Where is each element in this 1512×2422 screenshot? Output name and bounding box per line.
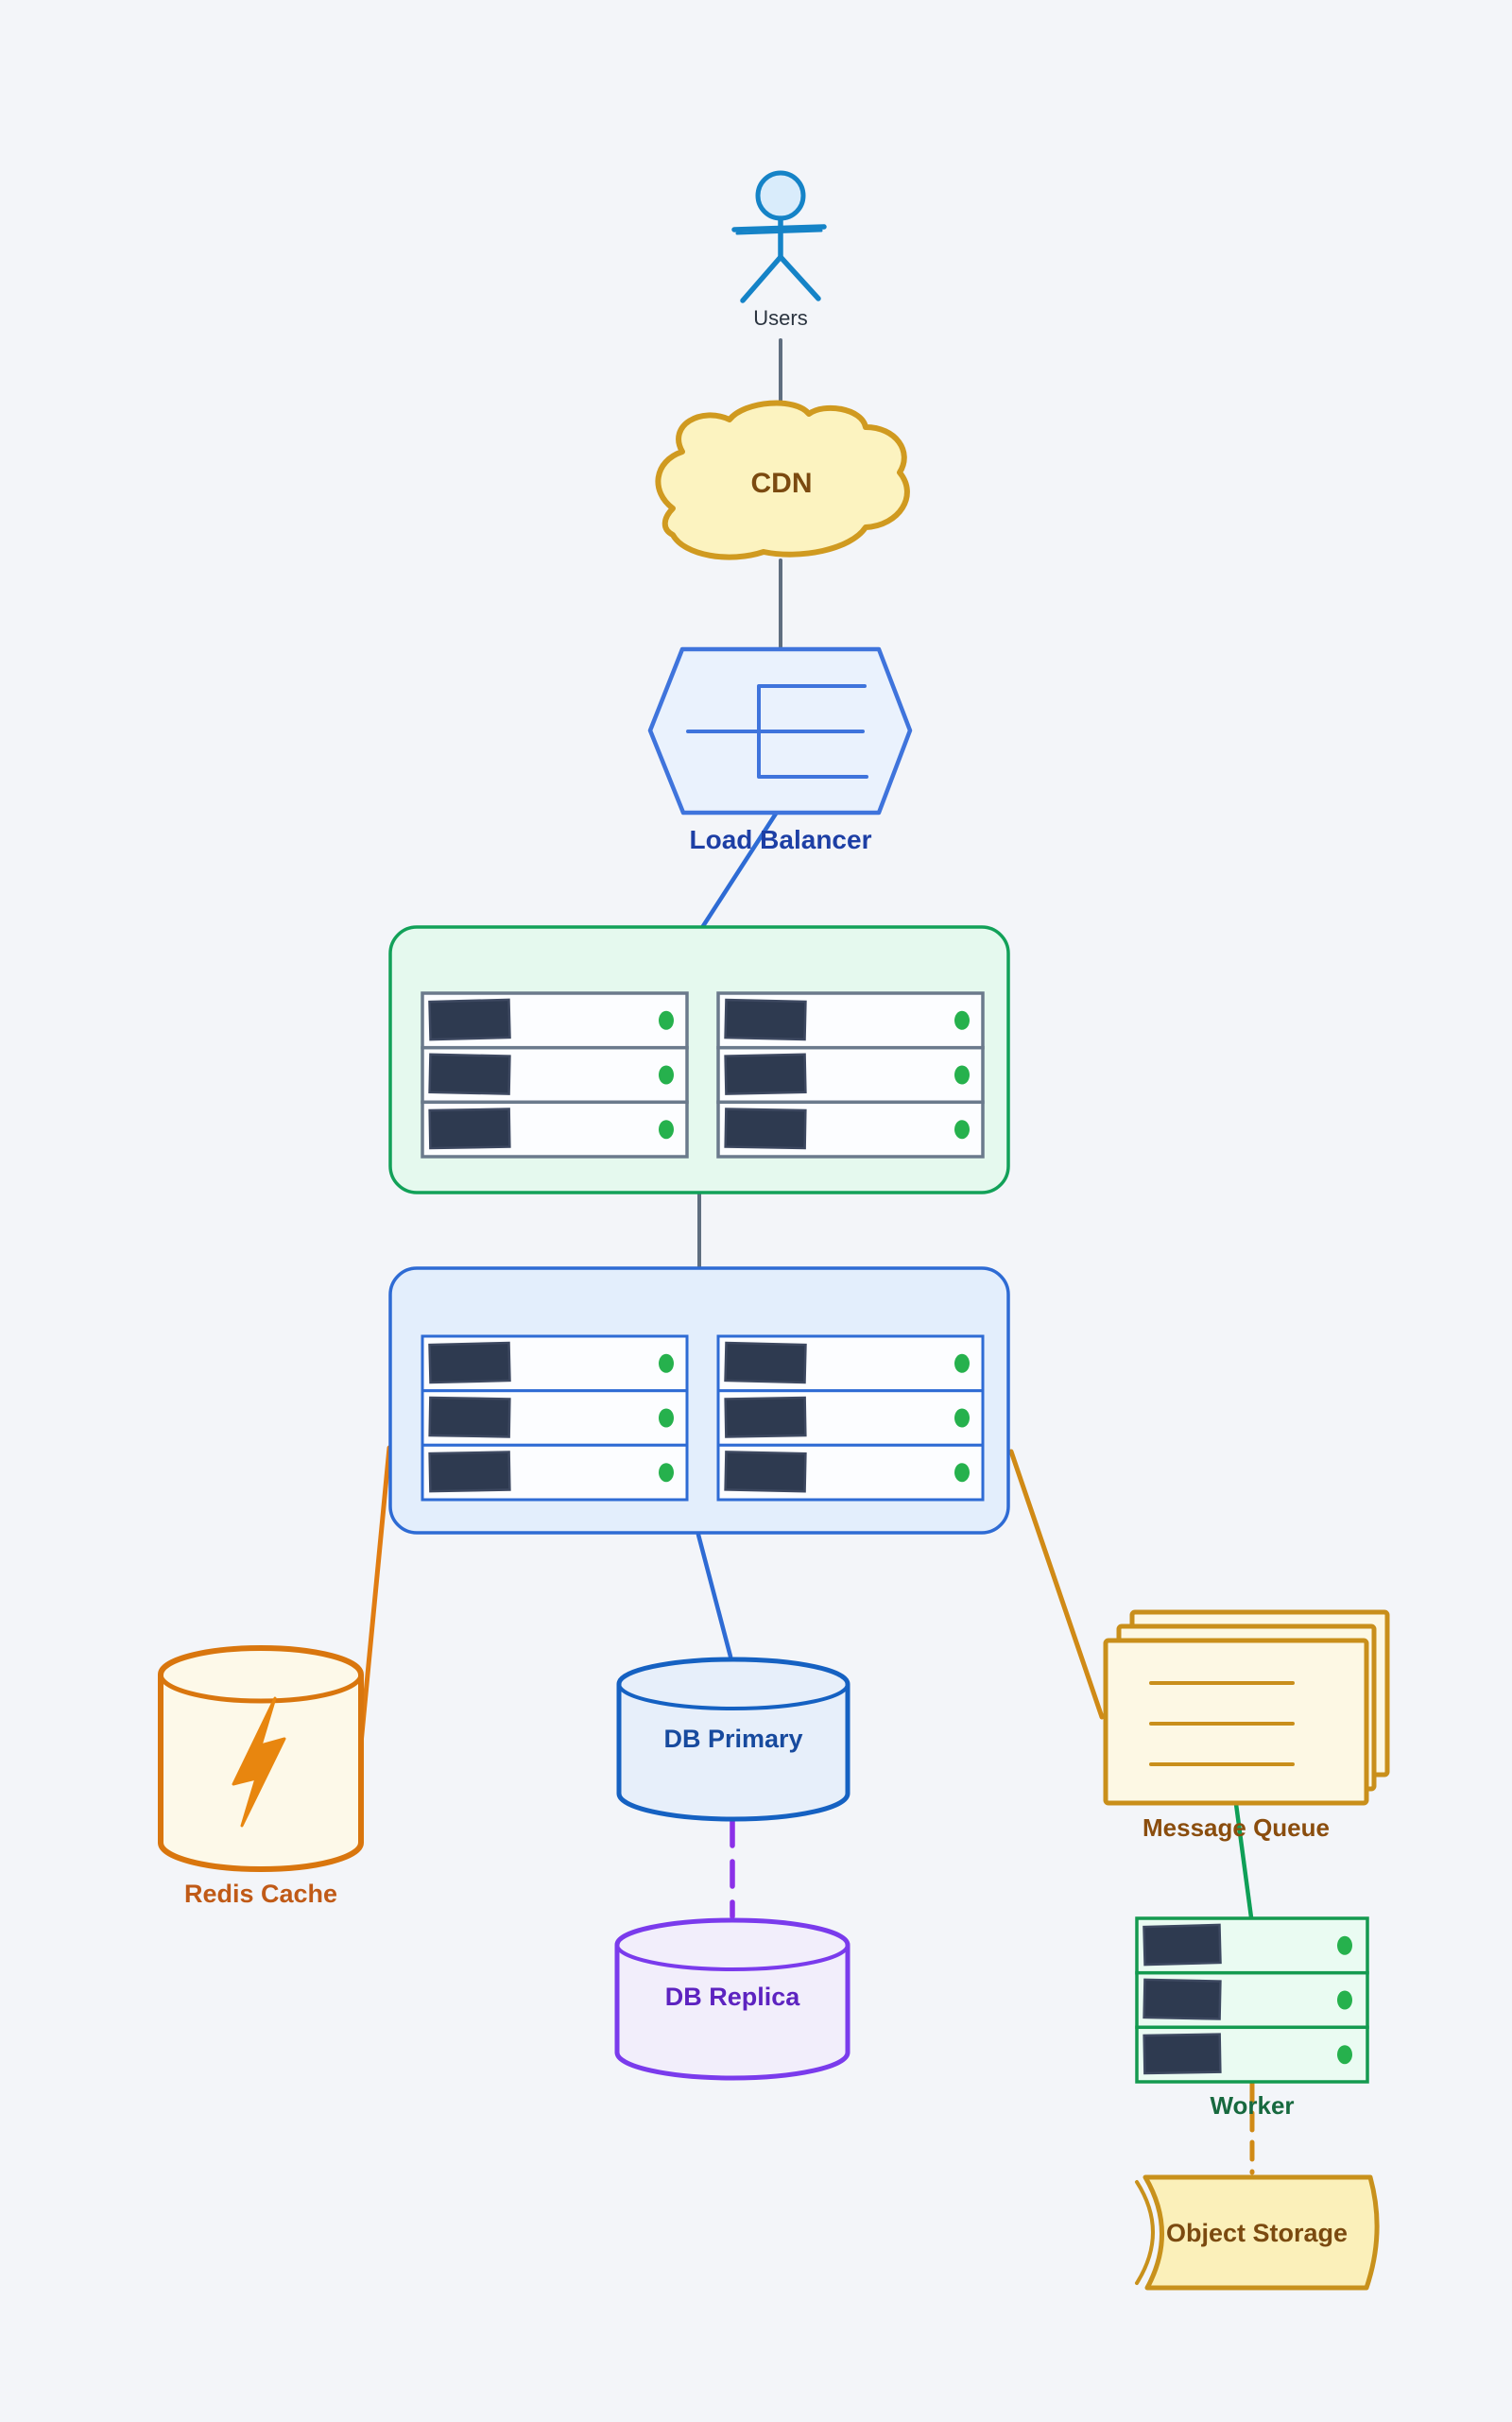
cylinder-rim	[617, 1683, 850, 1710]
edge-load-balancer-web-tier	[700, 811, 779, 929]
object-storage-label: Object Storage	[1166, 2219, 1348, 2247]
users-actor[interactable]: Users	[731, 170, 827, 330]
server-panel	[428, 1108, 511, 1150]
status-led-icon	[1337, 2045, 1352, 2065]
object-storage-node[interactable]: Object Storage	[1135, 2174, 1380, 2291]
server-panel	[1143, 2033, 1222, 2075]
server-panel	[724, 1451, 807, 1493]
worker-node[interactable]: Worker	[1135, 1916, 1369, 2120]
message-queue-node[interactable]: Message Queue	[1103, 1609, 1390, 1842]
message-lines-icon	[1149, 1681, 1295, 1766]
lightning-bolt-icon	[232, 1696, 286, 1828]
db-primary-node[interactable]: DB Primary	[616, 1657, 850, 1822]
status-led-icon	[659, 1408, 674, 1428]
actor-head	[755, 170, 806, 221]
load-balancer-icon	[686, 684, 868, 779]
load-balancer-node[interactable]: Load Balancer	[647, 646, 913, 854]
server-panel	[724, 1053, 807, 1095]
server-rack	[716, 1334, 985, 1502]
server-rack	[421, 1334, 689, 1502]
web-server-group[interactable]	[388, 925, 1010, 1194]
status-led-icon	[954, 1065, 970, 1085]
server-rack	[1135, 1916, 1369, 2084]
db-primary-label: DB Primary	[663, 1725, 802, 1753]
cdn-label: CDN	[751, 468, 813, 499]
server-panel	[428, 1053, 511, 1095]
status-led-icon	[954, 1120, 970, 1140]
cdn-node[interactable]: CDN	[655, 400, 910, 560]
cylinder-rim	[158, 1674, 364, 1704]
edge-app-tier-db-primary	[696, 1532, 733, 1659]
server-rack	[716, 991, 985, 1159]
status-led-icon	[1337, 1935, 1352, 1955]
status-led-icon	[659, 1065, 674, 1085]
server-rack	[421, 991, 689, 1159]
edge-app-tier-redis	[356, 1445, 392, 1766]
cylinder-rim	[615, 1944, 850, 1971]
worker-label: Worker	[1210, 2091, 1294, 2120]
status-led-icon	[954, 1353, 970, 1373]
cylinder-shape	[614, 1917, 850, 2081]
status-led-icon	[659, 1010, 674, 1030]
actor-arms-sketch	[735, 229, 823, 235]
status-led-icon	[954, 1408, 970, 1428]
actor-arms	[731, 224, 827, 232]
redis-cache-label: Redis Cache	[184, 1880, 337, 1908]
status-led-icon	[954, 1463, 970, 1483]
app-server-group[interactable]	[388, 1266, 1010, 1535]
message-queue-label: Message Queue	[1143, 1813, 1330, 1842]
server-panel	[428, 998, 511, 1041]
status-led-icon	[954, 1010, 970, 1030]
server-panel	[1143, 1923, 1222, 1967]
cylinder-shape	[616, 1657, 850, 1822]
server-panel	[1143, 1978, 1222, 2020]
load-balancer-label: Load Balancer	[690, 825, 872, 854]
server-panel	[724, 1108, 807, 1150]
cloud-icon	[655, 400, 910, 560]
edge-message-queue-worker	[1233, 1801, 1254, 1920]
server-panel	[428, 1341, 511, 1384]
server-panel	[724, 1341, 807, 1384]
status-led-icon	[1337, 1990, 1352, 2010]
status-led-icon	[659, 1463, 674, 1483]
users-label: Users	[753, 306, 807, 330]
server-panel	[724, 998, 807, 1041]
server-panel	[724, 1396, 807, 1438]
scroll-shape	[1143, 2174, 1380, 2291]
server-panel	[428, 1451, 511, 1493]
status-led-icon	[659, 1120, 674, 1140]
actor-legs	[740, 254, 821, 303]
db-replica-label: DB Replica	[665, 1983, 801, 2011]
scroll-left-accent	[1135, 2180, 1155, 2285]
edges	[356, 338, 1255, 2175]
status-led-icon	[659, 1353, 674, 1373]
redis-cache-node[interactable]: Redis Cache	[158, 1645, 364, 1908]
db-replica-node[interactable]: DB Replica	[614, 1917, 850, 2081]
edge-app-tier-message-queue	[1008, 1449, 1105, 1720]
server-panel	[428, 1396, 511, 1438]
